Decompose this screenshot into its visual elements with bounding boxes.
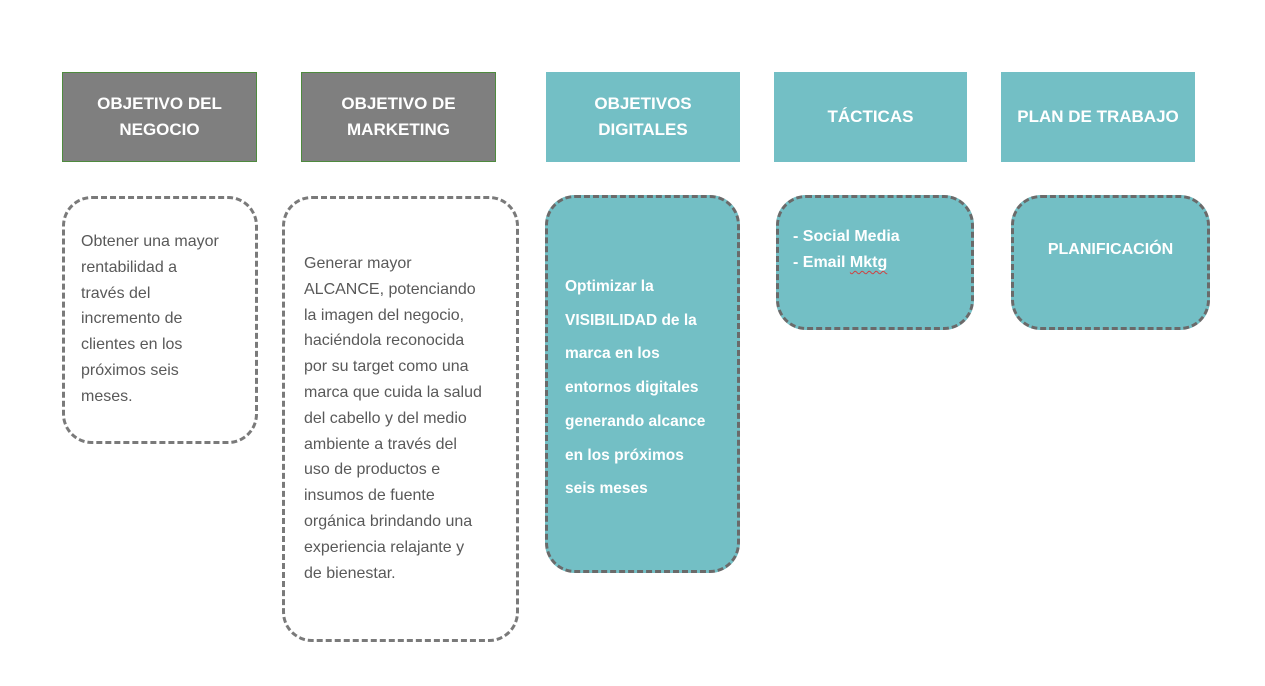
- marketing-text-line: orgánica brindando una: [304, 512, 473, 530]
- box-work-plan: [1011, 195, 1210, 330]
- digital-text-line: en los próximos: [565, 446, 684, 464]
- tactics-email-word: Mktg: [849, 254, 888, 271]
- marketing-text-line: Generar mayor: [304, 255, 412, 272]
- header-business-objective: OBJETIVO DEL NEGOCIO: [62, 72, 257, 162]
- header-business-line-2: NEGOCIO: [119, 120, 200, 139]
- marketing-text-line: insumos de fuente: [304, 487, 435, 505]
- digital-text-line: entornos digitales: [565, 379, 699, 397]
- tactics-email-prefix: - Email: [793, 254, 850, 271]
- header-business-line-1: OBJETIVO DEL: [97, 94, 222, 113]
- box-business-objective: [62, 196, 258, 444]
- header-digital-objectives: OBJETIVOS DIGITALES: [546, 72, 740, 162]
- digital-text-line: VISIBILIDAD de la: [565, 311, 697, 329]
- header-digital-line-2: DIGITALES: [598, 120, 688, 139]
- business-text-line: través del: [81, 284, 151, 302]
- business-objective-text: Obtener una mayor rentabilidad a través …: [81, 229, 219, 410]
- box-marketing-objective: [282, 196, 519, 642]
- header-work-plan: PLAN DE TRABAJO: [1001, 72, 1195, 162]
- header-plan-line-1: PLAN DE TRABAJO: [1017, 107, 1179, 126]
- digital-text-line: marca en los: [565, 345, 660, 363]
- box-digital-objectives: [545, 195, 740, 573]
- work-plan-text: PLANIFICACIÓN: [1011, 237, 1210, 263]
- header-marketing-objective: OBJETIVO DE MARKETING: [301, 72, 496, 162]
- business-text-line: Obtener una mayor: [81, 233, 219, 250]
- business-text-line: próximos seis: [81, 361, 179, 379]
- header-marketing-line-2: MARKETING: [347, 120, 450, 139]
- header-tactics: TÁCTICAS: [774, 72, 967, 162]
- marketing-text-line: la imagen del negocio,: [304, 306, 465, 324]
- marketing-text-line: ALCANCE, potenciando: [304, 280, 476, 298]
- marketing-text-line: experiencia relajante y: [304, 538, 465, 556]
- marketing-objective-text: Generar mayor ALCANCE, potenciando la im…: [304, 251, 482, 586]
- business-text-line: clientes en los: [81, 336, 183, 354]
- digital-text-line: generando alcance: [565, 412, 706, 430]
- tactics-item-email: - Email Mktg: [793, 250, 900, 276]
- business-text-line: incremento de: [81, 310, 183, 328]
- header-tactics-line-1: TÁCTICAS: [827, 107, 914, 126]
- digital-objectives-text: Optimizar la VISIBILIDAD de la marca en …: [565, 270, 705, 506]
- marketing-text-line: por su target como una: [304, 358, 469, 376]
- tactics-text: - Social Media - Email Mktg: [793, 224, 900, 276]
- plan-text-line: PLANIFICACIÓN: [1047, 241, 1174, 258]
- header-marketing-line-1: OBJETIVO DE: [341, 94, 456, 113]
- marketing-text-line: de bienestar.: [304, 564, 396, 582]
- marketing-text-line: marca que cuida la salud: [304, 383, 482, 401]
- digital-text-line: seis meses: [565, 480, 648, 498]
- tactics-item-social-media: - Social Media: [793, 228, 900, 245]
- box-tactics: [776, 195, 974, 330]
- marketing-text-line: del cabello y del medio: [304, 409, 467, 427]
- header-digital-line-1: OBJETIVOS: [594, 94, 692, 113]
- business-text-line: rentabilidad a: [81, 258, 178, 276]
- marketing-text-line: ambiente a través del: [304, 435, 457, 453]
- digital-text-line: Optimizar la: [565, 278, 654, 295]
- marketing-text-line: uso de productos e: [304, 461, 441, 479]
- business-text-line: meses.: [81, 387, 133, 405]
- marketing-text-line: haciéndola reconocida: [304, 332, 465, 350]
